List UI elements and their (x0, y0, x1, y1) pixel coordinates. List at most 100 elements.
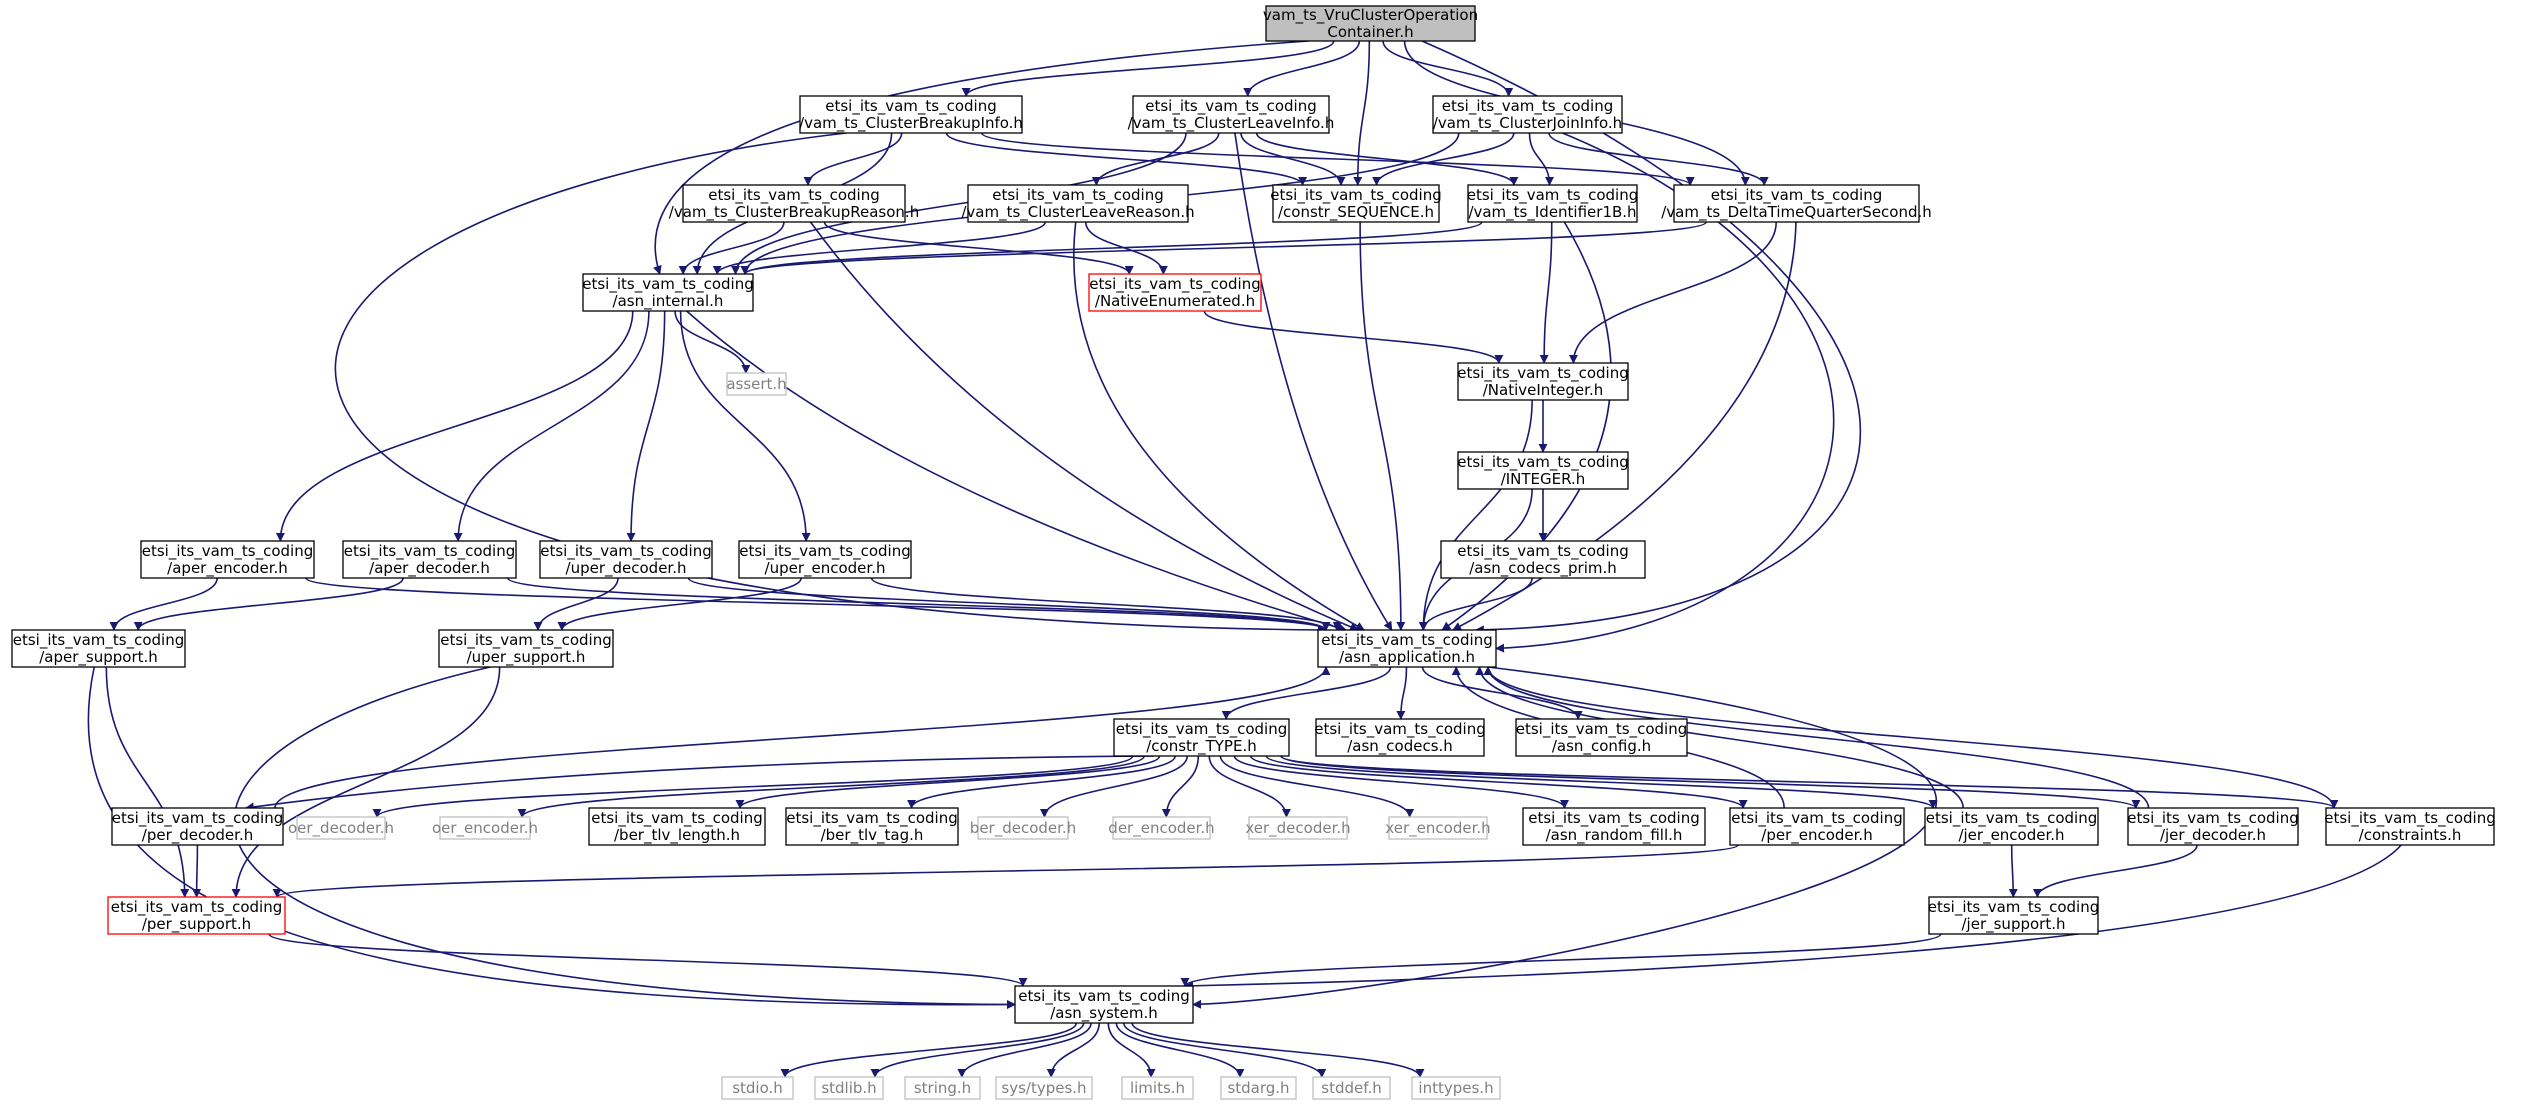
edge-leavereason-to-asnapp (1073, 221, 1365, 631)
node-label: etsi_its_vam_ts_coding (1528, 809, 1699, 828)
edge-leaveinfo-to-asnapp (1234, 132, 1393, 631)
node-box (588, 807, 766, 846)
node-label: der_encoder.h (1108, 819, 1214, 838)
node-asninternal[interactable]: etsi_its_vam_ts_coding/asn_internal.h (582, 273, 754, 312)
node-label: etsi_its_vam_ts_coding (2127, 809, 2298, 828)
node-box (1265, 5, 1476, 42)
node-label: /ber_tlv_length.h (614, 826, 740, 845)
node-upersup[interactable]: etsi_its_vam_ts_coding/uper_support.h (438, 629, 614, 668)
node-label: /uper_encoder.h (765, 559, 886, 578)
node-label: etsi_its_vam_ts_coding (1145, 97, 1316, 116)
node-box (682, 184, 906, 223)
edge-constrtype-to-perdec (244, 755, 1154, 812)
node-box (1121, 1076, 1194, 1100)
node-identifier[interactable]: etsi_its_vam_ts_coding/vam_ts_Identifier… (1467, 184, 1638, 223)
node-label: etsi_its_vam_ts_coding (739, 542, 910, 561)
edge-deltatime-to-nativeint (1568, 221, 1778, 364)
node-label: etsi_its_vam_ts_coding (1457, 364, 1628, 383)
node-box (1248, 816, 1348, 840)
node-label: etsi_its_vam_ts_coding (1270, 186, 1441, 205)
edge-aperdec-to-apersup (133, 577, 404, 631)
node-label: /vam_ts_ClusterBreakupReason.h (669, 203, 919, 222)
node-aperdec[interactable]: etsi_its_vam_ts_coding/aper_decoder.h (342, 540, 517, 579)
edge-constraints-to-asnapp (1483, 666, 2335, 809)
node-asnsystem[interactable]: etsi_its_vam_ts_coding/asn_system.h (1014, 985, 1194, 1024)
node-jerenc[interactable]: etsi_its_vam_ts_coding/jer_encoder.h (1924, 807, 2099, 846)
edge-constrtype-to-derenc (1161, 755, 1200, 818)
edge-asnapp-to-asnconfig (1421, 666, 1583, 720)
node-box (11, 629, 186, 668)
node-uperenc[interactable]: etsi_its_vam_ts_coding/uper_encoder.h (738, 540, 912, 579)
edge-constrtype-to-bertlvtag (907, 755, 1176, 809)
node-apersup[interactable]: etsi_its_vam_ts_coding/aper_support.h (11, 629, 186, 668)
node-label: stdarg.h (1227, 1079, 1289, 1097)
node-perdec[interactable]: etsi_its_vam_ts_coding/per_decoder.h (111, 807, 284, 846)
node-label: /uper_decoder.h (566, 559, 687, 578)
edge-asnsystem-to-inttypes (1131, 1022, 1425, 1078)
node-label: /vam_ts_ClusterBreakupInfo.h (799, 114, 1023, 133)
node-asnapp[interactable]: etsi_its_vam_ts_coding/asn_application.h (1317, 629, 1497, 668)
edge-breakupinfo-to-constrseq (945, 132, 1307, 186)
edge-asnapp-to-asncodecs (1396, 666, 1408, 720)
edge-asnapp-to-constrtype (1221, 666, 1392, 720)
node-leaveinfo[interactable]: etsi_its_vam_ts_coding/vam_ts_ClusterLea… (1128, 95, 1335, 134)
node-breakupinfo[interactable]: etsi_its_vam_ts_coding/vam_ts_ClusterBre… (799, 95, 1023, 134)
node-joininfo[interactable]: etsi_its_vam_ts_coding/vam_ts_ClusterJoi… (1432, 95, 1623, 134)
node-xerenc: xer_encoder.h (1385, 816, 1491, 840)
node-integer[interactable]: etsi_its_vam_ts_coding/INTEGER.h (1457, 451, 1629, 490)
node-uperdec[interactable]: etsi_its_vam_ts_coding/uper_decoder.h (539, 540, 713, 579)
node-aperenc[interactable]: etsi_its_vam_ts_coding/aper_encoder.h (140, 540, 315, 579)
node-box (296, 816, 386, 840)
node-box (342, 540, 517, 579)
edge-leaveinfo-to-leavereason (1091, 132, 1220, 186)
node-box (726, 372, 787, 396)
node-label: etsi_its_vam_ts_coding (1731, 809, 1902, 828)
node-deltatime[interactable]: etsi_its_vam_ts_coding/vam_ts_DeltaTimeQ… (1661, 184, 1932, 223)
edge-breakupinfo-to-breakupreason (803, 132, 903, 186)
node-bertlvtag[interactable]: etsi_its_vam_ts_coding/ber_tlv_tag.h (785, 807, 959, 846)
node-box (1220, 1076, 1297, 1100)
node-box (438, 629, 614, 668)
node-label: /asn_application.h (1339, 648, 1475, 667)
node-label: etsi_its_vam_ts_coding (786, 809, 957, 828)
node-constrtype[interactable]: etsi_its_vam_ts_coding/constr_TYPE.h (1113, 718, 1290, 757)
edge-uperenc-to-asnapp (870, 577, 1342, 631)
node-bertlvlen[interactable]: etsi_its_vam_ts_coding/ber_tlv_length.h (588, 807, 766, 846)
node-label: stdlib.h (821, 1079, 876, 1097)
edge-constrtype-to-oerenc (517, 755, 1145, 818)
edge-constrtype-to-randomfill (1233, 755, 1569, 809)
edge-constrtype-to-xerdec (1208, 755, 1291, 818)
node-nativeenum[interactable]: etsi_its_vam_ts_coding/NativeEnumerated.… (1088, 273, 1262, 312)
edge-breakupreason-to-asninternal (678, 221, 785, 275)
edge-constrtype-to-jerenc (1265, 755, 1938, 809)
node-label: ber_decoder.h (970, 819, 1076, 838)
node-berdec: ber_decoder.h (970, 816, 1076, 840)
node-constraints[interactable]: etsi_its_vam_ts_coding/constraints.h (2324, 807, 2496, 846)
edge-asninternal-to-uperdec (626, 310, 666, 542)
node-xerdec: xer_decoder.h (1245, 816, 1351, 840)
node-asnconfig[interactable]: etsi_its_vam_ts_coding/asn_config.h (1515, 718, 1688, 757)
edge-jerdec-to-asnapp (1483, 666, 2150, 809)
edge-jerdec-to-jersup (2032, 844, 2198, 898)
node-constrseq[interactable]: etsi_its_vam_ts_coding/constr_SEQUENCE.h (1270, 184, 1442, 223)
node-asncodecs[interactable]: etsi_its_vam_ts_coding/asn_codecs.h (1314, 718, 1486, 757)
node-randomfill[interactable]: etsi_its_vam_ts_coding/asn_random_fill.h (1522, 807, 1706, 846)
node-persup[interactable]: etsi_its_vam_ts_coding/per_support.h (107, 896, 286, 935)
node-perenc[interactable]: etsi_its_vam_ts_coding/per_encoder.h (1729, 807, 1905, 846)
node-leavereason[interactable]: etsi_its_vam_ts_coding/vam_ts_ClusterLea… (961, 184, 1195, 223)
node-nativeint[interactable]: etsi_its_vam_ts_coding/NativeInteger.h (1457, 362, 1629, 401)
node-codecsprim[interactable]: etsi_its_vam_ts_coding/asn_codecs_prim.h (1440, 540, 1646, 579)
node-jerdec[interactable]: etsi_its_vam_ts_coding/jer_decoder.h (2127, 807, 2299, 846)
node-label: /per_support.h (142, 915, 251, 934)
node-label: /asn_config.h (1552, 737, 1651, 756)
node-label: etsi_its_vam_ts_coding (540, 542, 711, 561)
edge-asnsystem-to-stdarg (1115, 1022, 1245, 1078)
edge-identifier-to-asninternal (740, 221, 1483, 275)
node-label: oer_decoder.h (288, 819, 394, 838)
node-label: /jer_encoder.h (1958, 826, 2064, 845)
edge-constrtype-to-constraints (1280, 755, 2339, 809)
node-label: etsi_its_vam_ts_coding (992, 186, 1163, 205)
node-breakupreason[interactable]: etsi_its_vam_ts_coding/vam_ts_ClusterBre… (669, 184, 919, 223)
node-jersup[interactable]: etsi_its_vam_ts_coding/jer_support.h (1928, 896, 2099, 935)
